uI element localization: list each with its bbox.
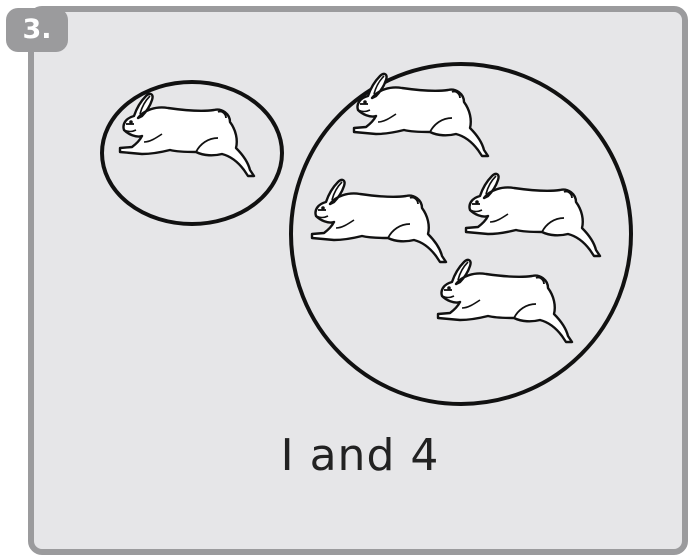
rabbit-icon <box>438 260 572 342</box>
rabbit-icon <box>354 74 488 156</box>
grouping-caption: I and 4 <box>200 430 520 481</box>
rabbit-icon <box>120 94 254 176</box>
rabbit-icon <box>466 174 600 256</box>
rabbit-icon <box>312 180 446 262</box>
